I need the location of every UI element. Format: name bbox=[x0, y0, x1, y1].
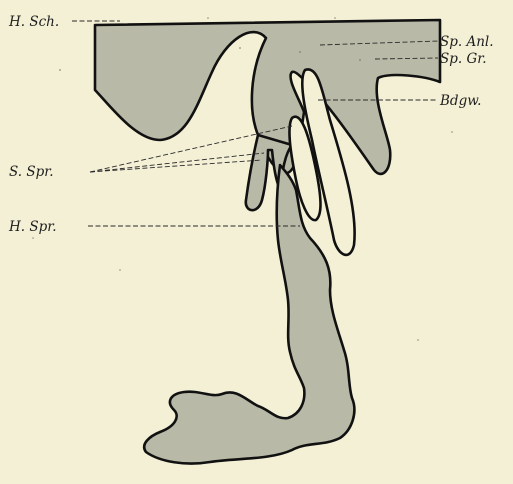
label-bdgw: Bdgw. bbox=[439, 93, 481, 109]
leader-s-spr-2 bbox=[90, 153, 264, 172]
label-s-spr: S. Spr. bbox=[9, 164, 54, 180]
label-sp-anl: Sp. Anl. bbox=[440, 34, 494, 50]
label-sp-gr: Sp. Gr. bbox=[440, 51, 487, 67]
label-h-spr: H. Spr. bbox=[8, 219, 57, 235]
label-h-sch: H. Sch. bbox=[8, 14, 59, 30]
